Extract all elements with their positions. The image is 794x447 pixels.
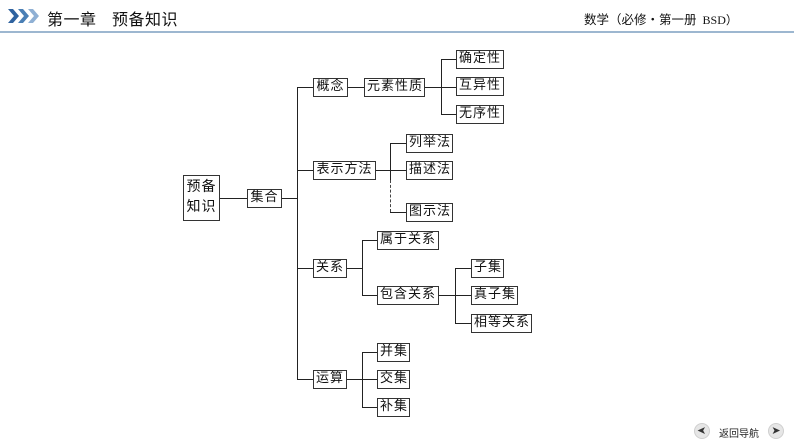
course-info: 数学（必修・第一册 BSD） bbox=[584, 9, 738, 28]
leaves-line-operation bbox=[362, 352, 363, 408]
leaf-intersection: 交集 bbox=[377, 370, 410, 389]
leaf-diagram: 图示法 bbox=[406, 203, 453, 222]
leaves-line-representation-dashed bbox=[390, 180, 391, 212]
chapter-title: 第一章 bbox=[47, 10, 97, 29]
course-edition: BSD） bbox=[702, 13, 738, 27]
header-divider bbox=[0, 31, 794, 33]
connector-representation bbox=[297, 170, 313, 171]
arrow-left-icon: ➤ bbox=[697, 424, 707, 437]
leaf-proper-subset: 真子集 bbox=[471, 286, 518, 305]
leaf-distinctness: 互异性 bbox=[456, 77, 504, 96]
connector-leaf bbox=[390, 212, 406, 213]
leaves-line-representation bbox=[390, 143, 391, 180]
inclusion-node: 包含关系 bbox=[377, 286, 439, 305]
connector-relation bbox=[297, 268, 313, 269]
leaf-description: 描述法 bbox=[406, 161, 453, 180]
connector-relation-children bbox=[347, 268, 362, 269]
set-node: 集合 bbox=[247, 189, 282, 208]
connector-set-trunk bbox=[282, 198, 297, 199]
leaf-subset: 子集 bbox=[471, 259, 504, 278]
back-to-nav-link[interactable]: 返回导航 bbox=[719, 429, 759, 440]
connector-concept-element bbox=[348, 87, 364, 88]
leaves-line-inclusion bbox=[455, 268, 456, 324]
connector-child bbox=[362, 240, 377, 241]
element-property-node: 元素性质 bbox=[364, 78, 425, 97]
arrow-right-icon: ➤ bbox=[771, 424, 781, 437]
prev-button[interactable]: ➤ bbox=[694, 423, 710, 439]
leaf-enumeration: 列举法 bbox=[406, 134, 453, 153]
triple-chevron-right-icon bbox=[8, 9, 39, 23]
children-line-relation bbox=[362, 240, 363, 296]
leaf-equality: 相等关系 bbox=[471, 314, 532, 333]
root-line-2: 知识 bbox=[186, 199, 217, 215]
connector-concept bbox=[297, 87, 313, 88]
connector-leaf bbox=[455, 268, 471, 269]
next-button[interactable]: ➤ bbox=[768, 423, 784, 439]
leaf-complement: 补集 bbox=[377, 398, 410, 417]
header: 第一章 预备知识 数学（必修・第一册 BSD） bbox=[0, 0, 794, 33]
membership-node: 属于关系 bbox=[377, 231, 439, 250]
representation-node: 表示方法 bbox=[313, 161, 376, 180]
leaf-determinacy: 确定性 bbox=[456, 50, 504, 69]
connector-leaf bbox=[441, 114, 456, 115]
leaf-union: 并集 bbox=[377, 343, 410, 362]
connector-leaf bbox=[362, 352, 377, 353]
concept-node: 概念 bbox=[313, 78, 348, 97]
trunk-line bbox=[297, 87, 298, 380]
connector-leaf bbox=[390, 143, 406, 144]
connector-representation-leaves bbox=[376, 170, 406, 171]
connector-child bbox=[362, 295, 377, 296]
operation-node: 运算 bbox=[313, 370, 347, 389]
connector-leaf bbox=[455, 323, 471, 324]
connector-leaf bbox=[441, 87, 456, 88]
connector-element-leaves bbox=[425, 87, 441, 88]
course-name: 数学（必修・第一册 bbox=[584, 12, 697, 27]
section-title: 预备知识 bbox=[112, 10, 179, 29]
root-line-1: 预备 bbox=[186, 179, 217, 195]
connector-root-set bbox=[220, 198, 247, 199]
leaf-unorderedness: 无序性 bbox=[456, 105, 504, 124]
connector-leaf bbox=[362, 407, 377, 408]
connector-operation bbox=[297, 379, 313, 380]
root-node: 预备 知识 bbox=[183, 175, 220, 221]
relation-node: 关系 bbox=[313, 259, 347, 278]
connector-leaf bbox=[441, 59, 456, 60]
